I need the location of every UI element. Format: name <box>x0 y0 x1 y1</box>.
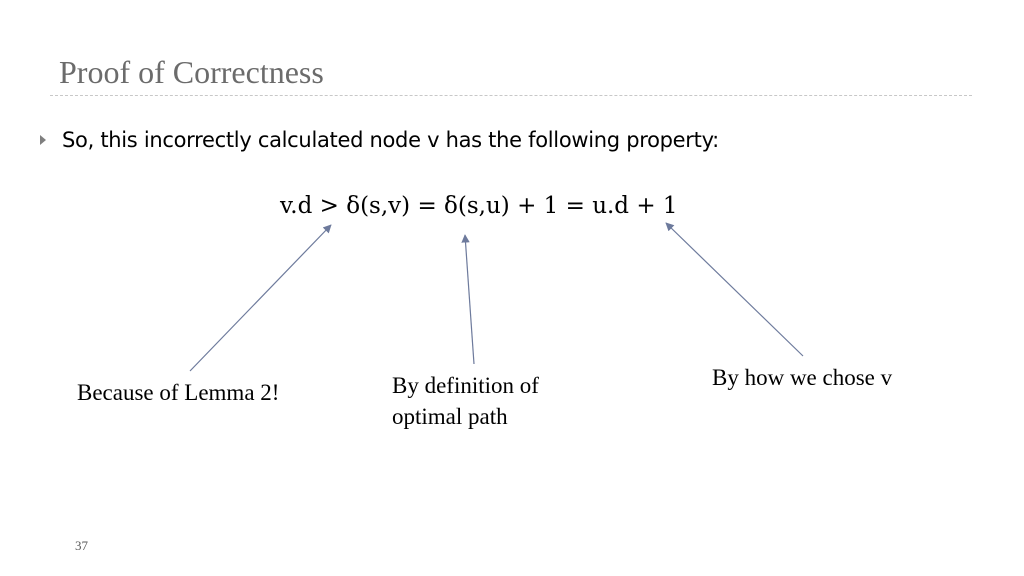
equation-eq1: = <box>417 193 437 219</box>
equation-lhs: v.d <box>280 193 313 219</box>
page-number: 37 <box>75 538 88 553</box>
annotation-definition: By definition of optimal path <box>392 373 539 429</box>
slide-title: Proof of Correctness <box>59 54 324 90</box>
equation: v.d > δ(s,v) = δ(s,u) + 1 = u.d + 1 <box>280 190 678 222</box>
equation-ud-plus1: u.d + 1 <box>592 193 678 219</box>
equation-delta-sv: δ(s,v) <box>346 193 411 219</box>
bullet-triangle-icon <box>40 135 46 145</box>
title-divider <box>50 95 972 96</box>
equation-eq2: = <box>565 193 585 219</box>
arrow-chose <box>665 222 804 357</box>
arrow-lemma <box>189 224 332 372</box>
equation-delta-su-plus1: δ(s,u) + 1 <box>444 193 559 219</box>
equation-gt: > <box>319 193 339 219</box>
arrow-definition <box>461 234 475 365</box>
annotation-chose: By how we chose v <box>712 365 893 390</box>
annotation-lemma: Because of Lemma 2! <box>77 380 280 405</box>
bullet-text: So, this incorrectly calculated node v h… <box>62 128 719 152</box>
